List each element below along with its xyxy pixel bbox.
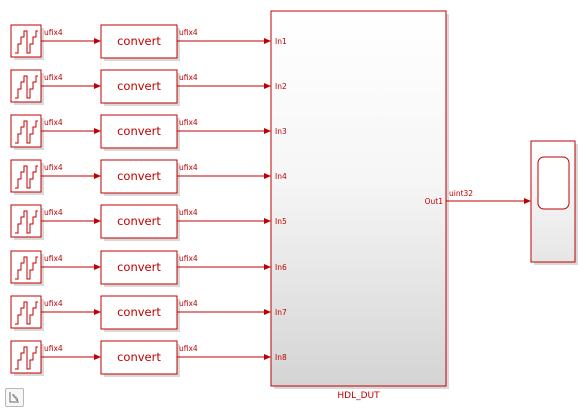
dut-inport-label-6: In6 [275,263,287,272]
scope-screen-icon [537,156,570,210]
convert-block-8[interactable]: convert [100,340,180,377]
staircase-source-icon [15,256,38,280]
convert-label-6: convert [117,260,161,274]
convert-wire-4[interactable]: ufix4 [177,163,271,179]
convert-label-1: convert [117,34,161,48]
source-block-4[interactable] [10,159,44,195]
dut-inport-label-4: In4 [275,172,287,181]
dut-inport-label-3: In3 [275,127,287,136]
staircase-source-icon [15,210,38,234]
source-wire-6[interactable]: ufix4 [41,254,101,270]
scope-block[interactable] [530,140,578,265]
source-block-1[interactable] [10,24,44,60]
convert-block-4[interactable]: convert [100,159,180,196]
convert-wire-3[interactable]: ufix4 [177,118,271,134]
convert-wire-2[interactable]: ufix4 [177,73,271,89]
convert-signal-type-1: ufix4 [179,28,198,37]
convert-label-3: convert [117,124,161,138]
convert-signal-type-2: ufix4 [179,73,198,82]
source-block-6[interactable] [10,250,44,286]
source-block-8[interactable] [10,340,44,376]
convert-label-2: convert [117,79,161,93]
convert-wire-1[interactable]: ufix4 [177,28,271,44]
convert-block-2[interactable]: convert [100,69,180,106]
dut-output-wire[interactable]: uint32 [446,189,531,204]
source-signal-type-6: ufix4 [44,254,63,263]
source-wire-7[interactable]: ufix4 [41,299,101,315]
dut-inport-label-5: In5 [275,217,287,226]
staircase-source-icon [15,75,38,99]
dut-inport-label-1: In1 [275,37,287,46]
source-block-7[interactable] [10,295,44,331]
dut-output-signal-type: uint32 [449,189,473,198]
source-signal-type-7: ufix4 [44,299,63,308]
source-signal-type-2: ufix4 [44,73,63,82]
convert-signal-type-3: ufix4 [179,118,198,127]
dut-inport-label-8: In8 [275,353,287,362]
source-wire-8[interactable]: ufix4 [41,344,101,360]
convert-signal-type-5: ufix4 [179,208,198,217]
convert-wire-6[interactable]: ufix4 [177,254,271,270]
model-browser-toggle-button[interactable] [5,388,24,407]
convert-block-3[interactable]: convert [100,114,180,151]
convert-wire-5[interactable]: ufix4 [177,208,271,224]
staircase-source-icon [15,301,38,325]
convert-label-5: convert [117,214,161,228]
convert-block-7[interactable]: convert [100,295,180,332]
source-wire-4[interactable]: ufix4 [41,163,101,179]
convert-wire-8[interactable]: ufix4 [177,344,271,360]
convert-signal-type-4: ufix4 [179,163,198,172]
source-signal-type-4: ufix4 [44,163,63,172]
convert-signal-type-7: ufix4 [179,299,198,308]
dut-inport-label-7: In7 [275,308,287,317]
source-block-2[interactable] [10,69,44,105]
source-wire-2[interactable]: ufix4 [41,73,101,89]
convert-signal-type-8: ufix4 [179,344,198,353]
source-wire-1[interactable]: ufix4 [41,28,101,44]
convert-block-5[interactable]: convert [100,204,180,241]
staircase-source-icon [15,165,38,189]
source-block-5[interactable] [10,204,44,240]
source-signal-type-1: ufix4 [44,28,63,37]
dut-outport-label: Out1 [425,197,444,206]
convert-label-8: convert [117,350,161,364]
convert-block-6[interactable]: convert [100,250,180,287]
convert-label-4: convert [117,169,161,183]
dut-name-label: HDL_DUT [337,391,380,401]
convert-block-1[interactable]: convert [100,24,180,61]
convert-wire-7[interactable]: ufix4 [177,299,271,315]
staircase-source-icon [15,120,38,144]
source-block-3[interactable] [10,114,44,150]
source-wire-5[interactable]: ufix4 [41,208,101,224]
convert-signal-type-6: ufix4 [179,254,198,263]
source-signal-type-3: ufix4 [44,118,63,127]
staircase-source-icon [15,346,38,370]
convert-label-7: convert [117,305,161,319]
model-browser-toggle-icon [9,392,19,403]
dut-inport-label-2: In2 [275,82,287,91]
source-wire-3[interactable]: ufix4 [41,118,101,134]
source-signal-type-8: ufix4 [44,344,63,353]
staircase-source-icon [15,30,38,54]
source-signal-type-5: ufix4 [44,208,63,217]
